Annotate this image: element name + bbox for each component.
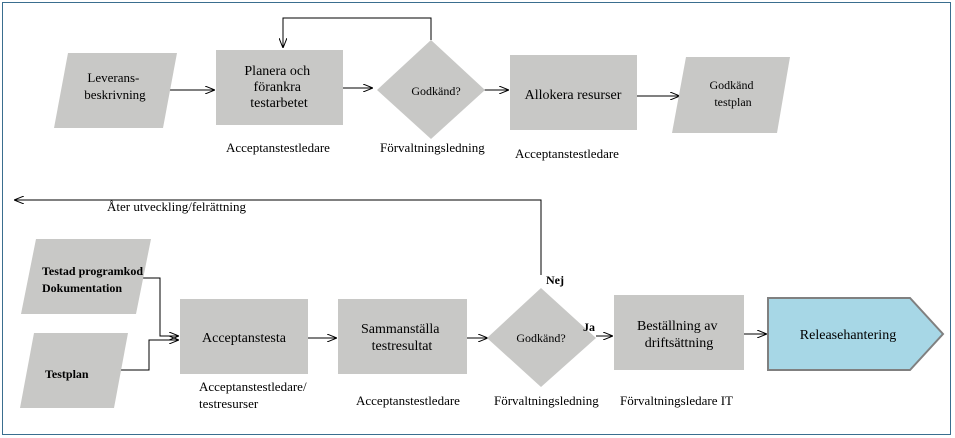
process-acceptanstesta-label: Acceptanstesta	[202, 331, 287, 346]
input-leverans-label: Leverans- beskrivning	[84, 70, 146, 102]
process-sammanstalla-label: Sammanställa testresultat	[361, 322, 443, 354]
process-box-acceptanstesta	[180, 299, 308, 374]
decision-diamond-top	[377, 40, 485, 139]
bottom-connectors	[121, 277, 766, 371]
role-sammanstalla: Acceptanstestledare	[356, 393, 460, 408]
release-chevron	[767, 297, 945, 371]
decision-top-label: Godkänd?	[411, 84, 460, 98]
input-parallelogram-programkod	[21, 239, 151, 314]
process-box-sammanstalla	[338, 299, 467, 374]
role-allokera: Acceptanstestledare	[515, 146, 619, 161]
return-label: Åter utveckling/felrättning	[107, 199, 246, 214]
process-allokera-label: Allokera resurser	[525, 88, 622, 103]
arrow-decision-loop-back	[283, 17, 432, 47]
input-parallelogram-leverans	[54, 53, 177, 128]
role-acceptanstesta: Acceptanstestledare/ testresurser	[199, 379, 310, 411]
output-testplan-label: Godkänd testplan	[710, 78, 757, 109]
decision-diamond-bottom	[487, 288, 596, 387]
process-planera-label: Planera och förankra testarbetet	[244, 64, 313, 111]
role-decision-bottom: Förvaltningsledning	[494, 393, 599, 408]
input-parallelogram-testplan	[20, 333, 128, 408]
input-programkod-label: Testad programkod Dokumentation	[42, 264, 146, 295]
decision-yes-label: Ja	[583, 320, 595, 334]
arrow-code-to-acceptance	[138, 277, 178, 336]
arrow-testplan-to-acceptance	[121, 340, 178, 371]
process-box-bestallning	[614, 295, 744, 370]
process-bestallning-label: Beställning av driftsättning	[637, 319, 721, 351]
arrow-return-to-development	[15, 200, 542, 275]
process-box-planera	[216, 50, 343, 125]
decision-no-label: Nej	[546, 273, 564, 287]
release-label: Releasehantering	[800, 328, 896, 343]
top-connectors	[168, 17, 679, 96]
role-planera: Acceptanstestledare	[226, 140, 330, 155]
output-parallelogram-testplan	[672, 57, 790, 133]
process-box-allokera	[510, 55, 637, 130]
decision-bottom-label: Godkänd?	[516, 331, 565, 345]
input-testplan-label: Testplan	[45, 367, 89, 381]
role-bestallning: Förvaltningsledare IT	[620, 393, 733, 408]
role-decision-top: Förvaltningsledning	[380, 140, 485, 155]
